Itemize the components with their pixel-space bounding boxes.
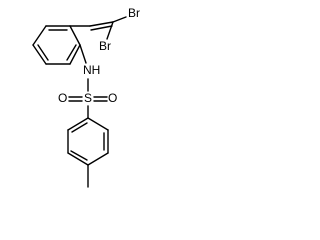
bond-ring2-c1-c2 — [87, 117, 109, 131]
atom-sulfur: S — [84, 91, 92, 105]
atom-br-lower: Br — [99, 39, 111, 53]
bond-ring1-c5-c6 — [69, 25, 81, 46]
atom-oxygen-right: O — [108, 91, 117, 105]
bond-ring1-c4-c5 — [69, 44, 81, 65]
bond-c-br-top — [112, 16, 127, 23]
bond-ring1-c1-c2 — [32, 25, 47, 46]
bond-ring2-c4-c5 — [67, 152, 89, 166]
lower-benzene-ring — [67, 117, 109, 166]
chemical-structure: Br Br NH S O O — [32, 6, 140, 188]
bond-ring1-inner-left — [37, 44, 49, 61]
bond-c-br-lower — [106, 21, 114, 40]
dibromovinyl-group: Br Br — [69, 6, 140, 53]
sulfonyl-group: S O O — [58, 91, 117, 119]
atom-nh: NH — [83, 63, 100, 77]
atom-oxygen-left: O — [58, 91, 67, 105]
bond-ring2-c6-c1 — [67, 117, 89, 131]
bond-ring2-inner-bottom — [70, 150, 88, 161]
bond-ring2-inner-topleft — [71, 122, 88, 133]
bond-ring2-c3-c4 — [87, 152, 109, 166]
bond-vinyl-double-b — [90, 25, 113, 31]
bond-ring1-inner-right — [66, 44, 77, 61]
atom-br-top: Br — [128, 6, 140, 20]
upper-benzene-ring — [32, 25, 81, 65]
bond-vinyl-double-a — [89, 21, 114, 27]
bond-ring-to-n — [79, 44, 87, 64]
bond-ring1-c2-c3 — [32, 44, 47, 65]
sulfonamide-linker: NH — [79, 44, 100, 92]
